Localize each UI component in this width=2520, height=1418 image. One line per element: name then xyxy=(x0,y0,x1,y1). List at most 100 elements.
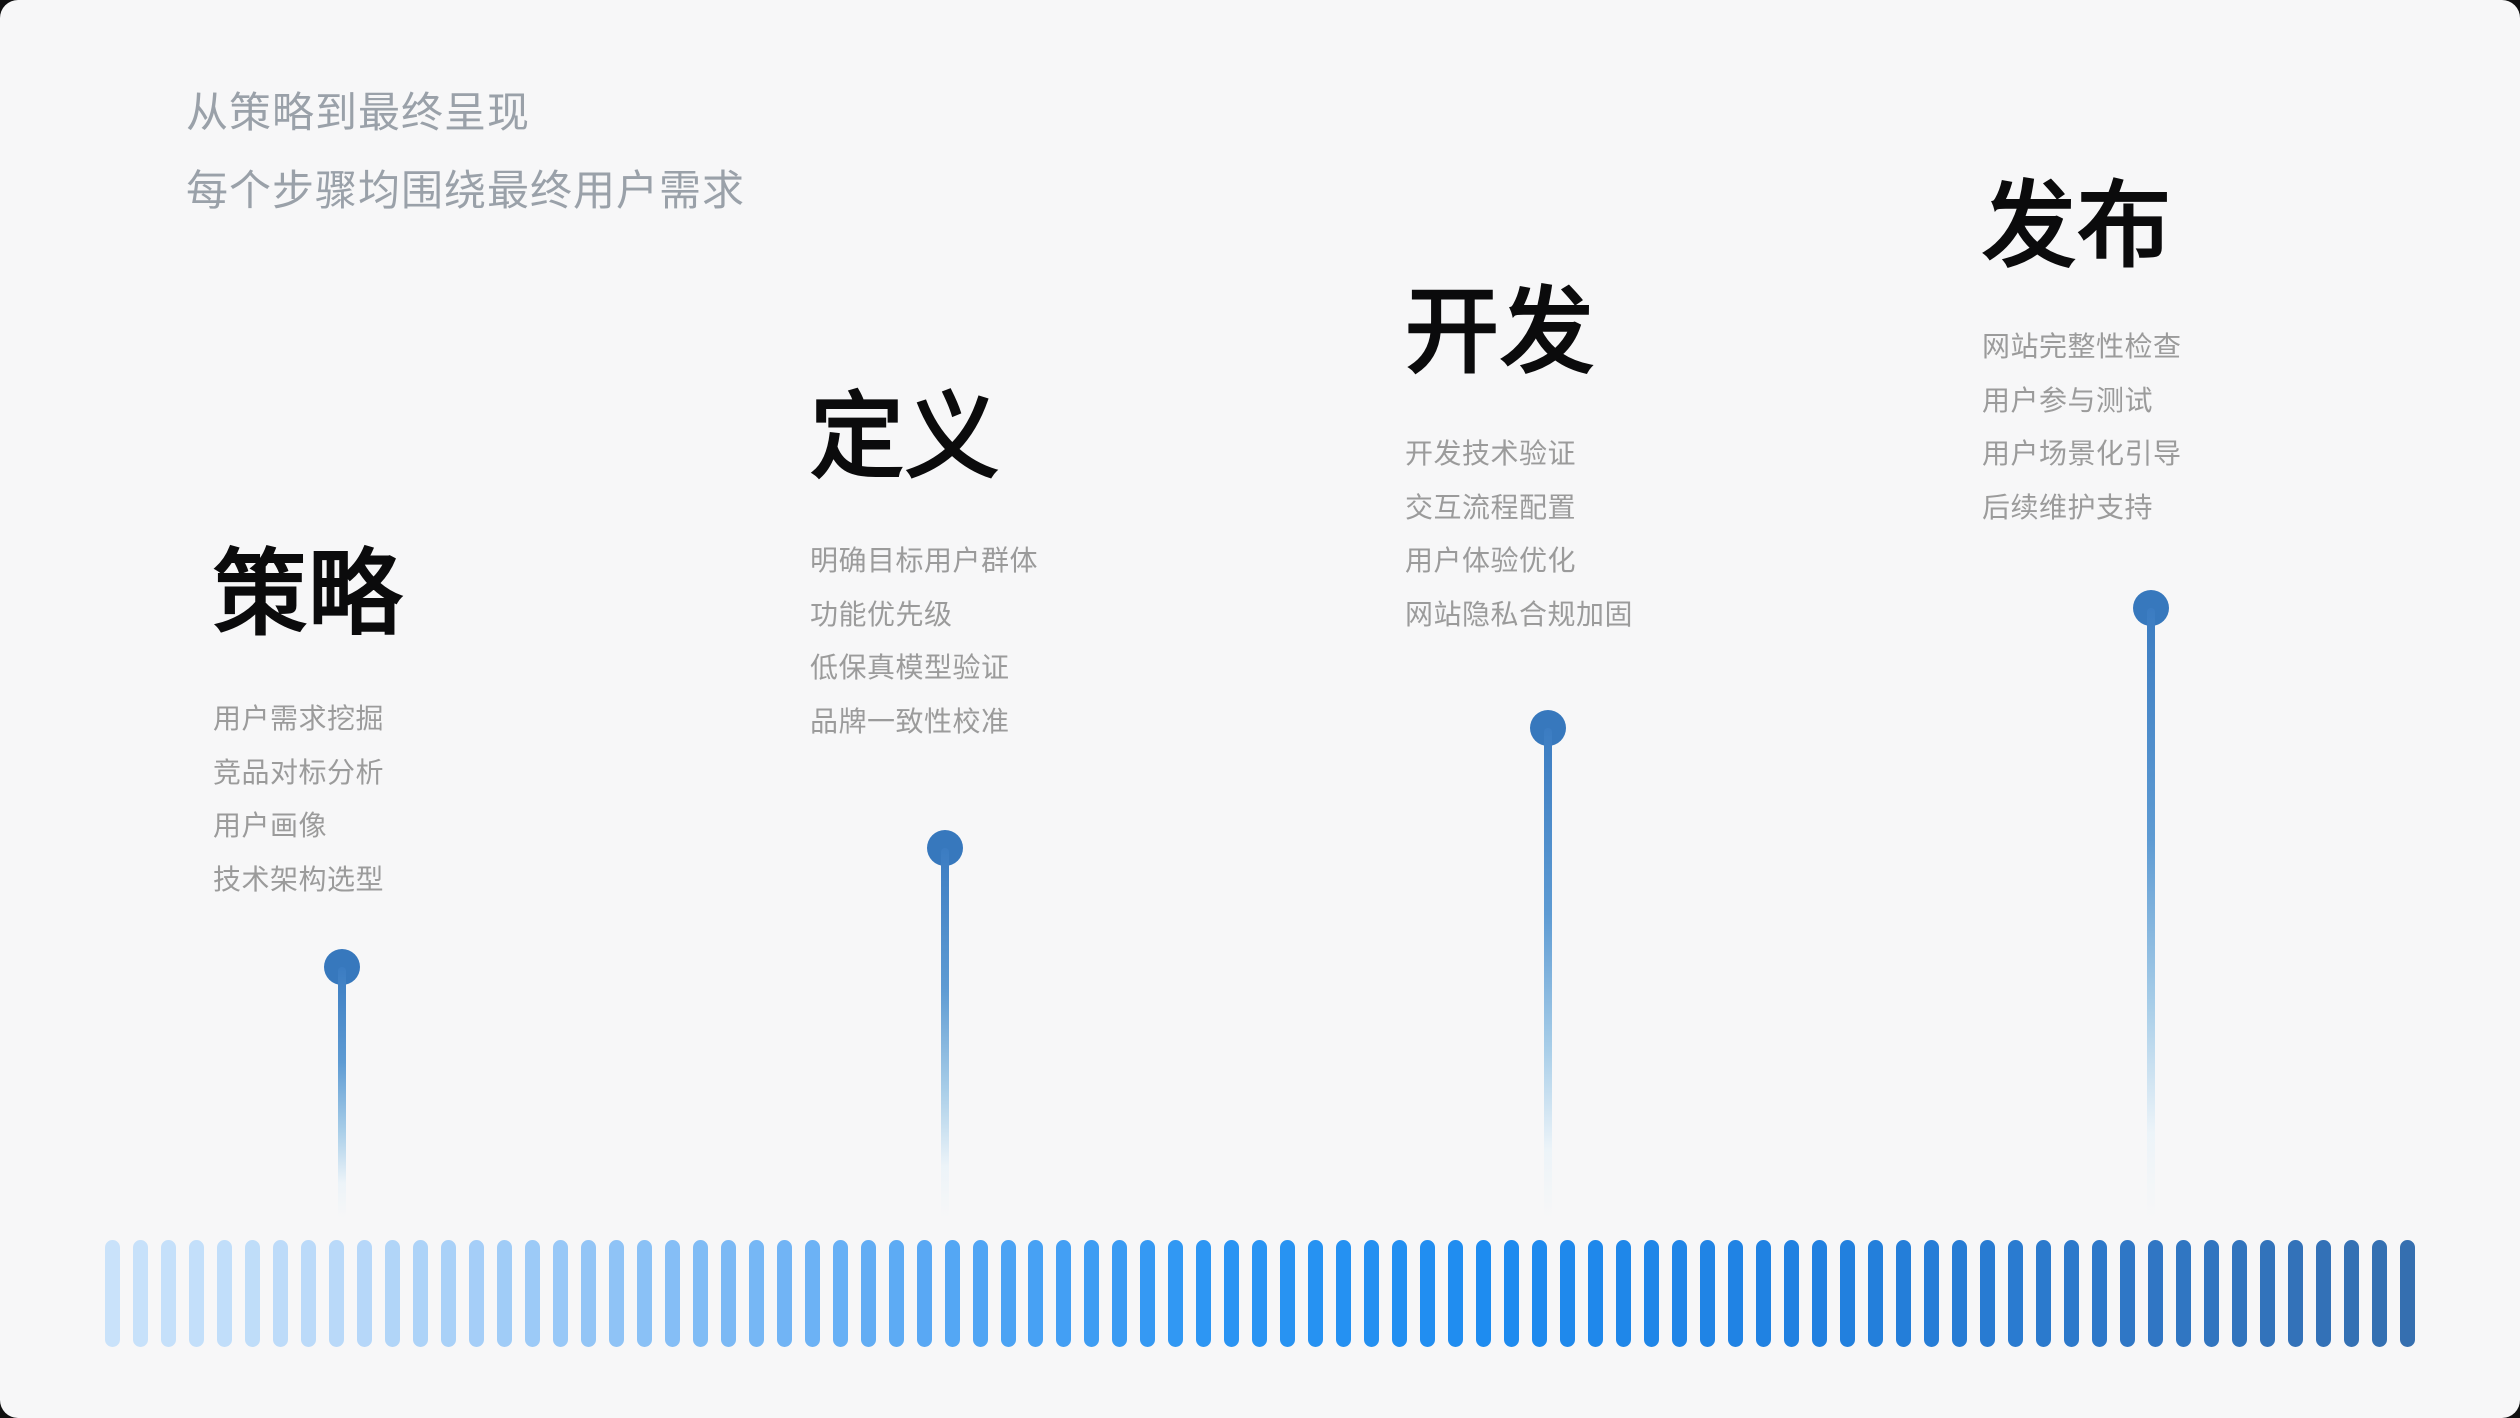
stage-items-launch: 网站完整性检查用户参与测试用户场景化引导后续维护支持 xyxy=(1982,320,2182,534)
stage-item: 功能优先级 xyxy=(810,598,953,630)
bar-stripe xyxy=(2315,1240,2331,1347)
bar-stripe xyxy=(1588,1240,1604,1347)
bar-stripe xyxy=(1896,1240,1911,1347)
subtitle-line-2: 每个步骤均围绕最终用户需求 xyxy=(186,167,746,214)
bar-stripe xyxy=(1504,1240,1520,1347)
bar-stripe xyxy=(1868,1240,1884,1347)
bar-stripe xyxy=(1728,1240,1744,1347)
stage-items-strategy: 用户需求挖掘竞品对标分析用户画像技术架构选型 xyxy=(213,692,384,906)
bar-stripe xyxy=(1812,1240,1828,1347)
stage-item: 用户体验优化 xyxy=(1405,545,1577,576)
bar-stripe xyxy=(1028,1240,1044,1347)
bar-stripe xyxy=(2287,1240,2303,1347)
timeline-stem-develop xyxy=(1544,728,1552,1218)
bar-stripe xyxy=(1756,1240,1772,1347)
bar-stripe xyxy=(972,1240,988,1347)
timeline-stem-define xyxy=(941,848,949,1218)
subtitle-line-1: 从策略到最终呈现 xyxy=(186,89,531,136)
bar-stripe xyxy=(664,1240,680,1347)
stage-items-develop: 开发技术验证交互流程配置用户体验优化网站隐私合规加固 xyxy=(1405,427,1633,641)
bar-stripe xyxy=(1140,1240,1156,1347)
bar-stripe xyxy=(1196,1240,1212,1347)
bar-stripe xyxy=(216,1240,232,1347)
bar-stripe xyxy=(1280,1240,1296,1347)
bar-stripe xyxy=(412,1240,428,1347)
bar-stripe xyxy=(2091,1240,2107,1347)
stage-title-launch: 发布 xyxy=(1982,173,2173,278)
bar-stripe xyxy=(1476,1240,1492,1347)
bar-stripe xyxy=(132,1240,148,1347)
bar-stripe xyxy=(608,1240,624,1347)
bar-stripe xyxy=(188,1240,204,1347)
stage-item: 竞品对标分析 xyxy=(213,756,385,788)
stage-section-strategy: 策略 用户需求挖掘竞品对标分析用户画像技术架构选型 xyxy=(213,541,404,895)
bar-stripe xyxy=(1840,1240,1856,1347)
stage-item: 用户需求挖掘 xyxy=(213,703,385,734)
bar-stripe xyxy=(1364,1240,1380,1347)
stage-item: 用户画像 xyxy=(213,810,328,841)
bar-stripe xyxy=(2119,1240,2135,1347)
bar-stripe xyxy=(804,1240,820,1347)
bar-stripe xyxy=(888,1240,904,1347)
stage-section-define: 定义 明确目标用户群体功能优先级低保真模型验证品牌一致性校准 xyxy=(810,384,1038,737)
bar-stripe xyxy=(300,1240,316,1347)
bar-stripe xyxy=(2203,1240,2219,1347)
bar-stripe xyxy=(1224,1240,1240,1347)
stage-title-develop: 开发 xyxy=(1405,279,1596,384)
bar-stripe xyxy=(1084,1240,1100,1347)
bar-stripe xyxy=(2371,1240,2387,1347)
bar-stripe xyxy=(1112,1240,1128,1347)
stage-item: 低保真模型验证 xyxy=(810,652,1010,683)
bar-stripe xyxy=(244,1240,260,1347)
bar-stripe xyxy=(1644,1240,1660,1347)
bar-stripe xyxy=(692,1240,708,1347)
bar-stripe xyxy=(1616,1240,1632,1347)
bar-stripe xyxy=(2231,1240,2247,1347)
bar-stripe xyxy=(524,1240,540,1347)
bar-stripe xyxy=(2147,1240,2163,1347)
bar-stripe xyxy=(944,1240,960,1347)
stage-item: 明确目标用户群体 xyxy=(810,545,1039,576)
stage-title-strategy: 策略 xyxy=(213,541,404,646)
stage-section-develop: 开发 开发技术验证交互流程配置用户体验优化网站隐私合规加固 xyxy=(1405,279,1633,630)
bar-stripe xyxy=(2063,1240,2079,1347)
timeline-bar xyxy=(105,1240,2415,1347)
bar-stripe xyxy=(1168,1240,1184,1347)
bar-stripe xyxy=(636,1240,652,1347)
slide-subtitle: 从策略到最终呈现 每个步骤均围绕最终用户需求 xyxy=(186,74,745,230)
stage-item: 交互流程配置 xyxy=(1405,491,1577,523)
bar-stripe xyxy=(916,1240,932,1347)
bar-stripe xyxy=(1420,1240,1436,1347)
bar-stripe xyxy=(832,1240,848,1347)
bar-stripe xyxy=(1448,1240,1464,1347)
stage-item: 网站完整性检查 xyxy=(1982,331,2182,362)
stage-item: 开发技术验证 xyxy=(1405,438,1577,469)
bar-stripe xyxy=(2399,1240,2415,1347)
bar-stripe xyxy=(720,1240,736,1347)
stage-item: 用户场景化引导 xyxy=(1982,438,2182,469)
timeline-stem-launch xyxy=(2147,608,2155,1218)
bar-stripe xyxy=(1336,1240,1352,1347)
bar-stripe xyxy=(1979,1240,1995,1347)
bar-stripe xyxy=(1672,1240,1688,1347)
bar-stripe xyxy=(1784,1240,1800,1347)
bar-stripe xyxy=(384,1240,400,1347)
stage-title-define: 定义 xyxy=(810,384,1001,489)
bar-stripe xyxy=(1532,1240,1548,1347)
bar-stripe xyxy=(776,1240,792,1347)
stage-item: 网站隐私合规加固 xyxy=(1405,598,1634,630)
bar-stripe xyxy=(2175,1240,2191,1347)
bar-stripe xyxy=(1923,1240,1939,1347)
bar-stripe xyxy=(1308,1240,1324,1347)
stage-item: 后续维护支持 xyxy=(1982,491,2154,523)
timeline-stem-strategy xyxy=(338,967,346,1218)
stage-item: 技术架构选型 xyxy=(213,863,385,895)
bar-stripe xyxy=(1560,1240,1576,1347)
bar-stripe xyxy=(552,1240,568,1347)
bar-stripe xyxy=(2007,1240,2023,1347)
bar-stripe xyxy=(1951,1240,1967,1347)
bar-stripe xyxy=(1700,1240,1716,1347)
bar-stripe xyxy=(496,1240,512,1347)
bar-stripe xyxy=(468,1240,484,1347)
